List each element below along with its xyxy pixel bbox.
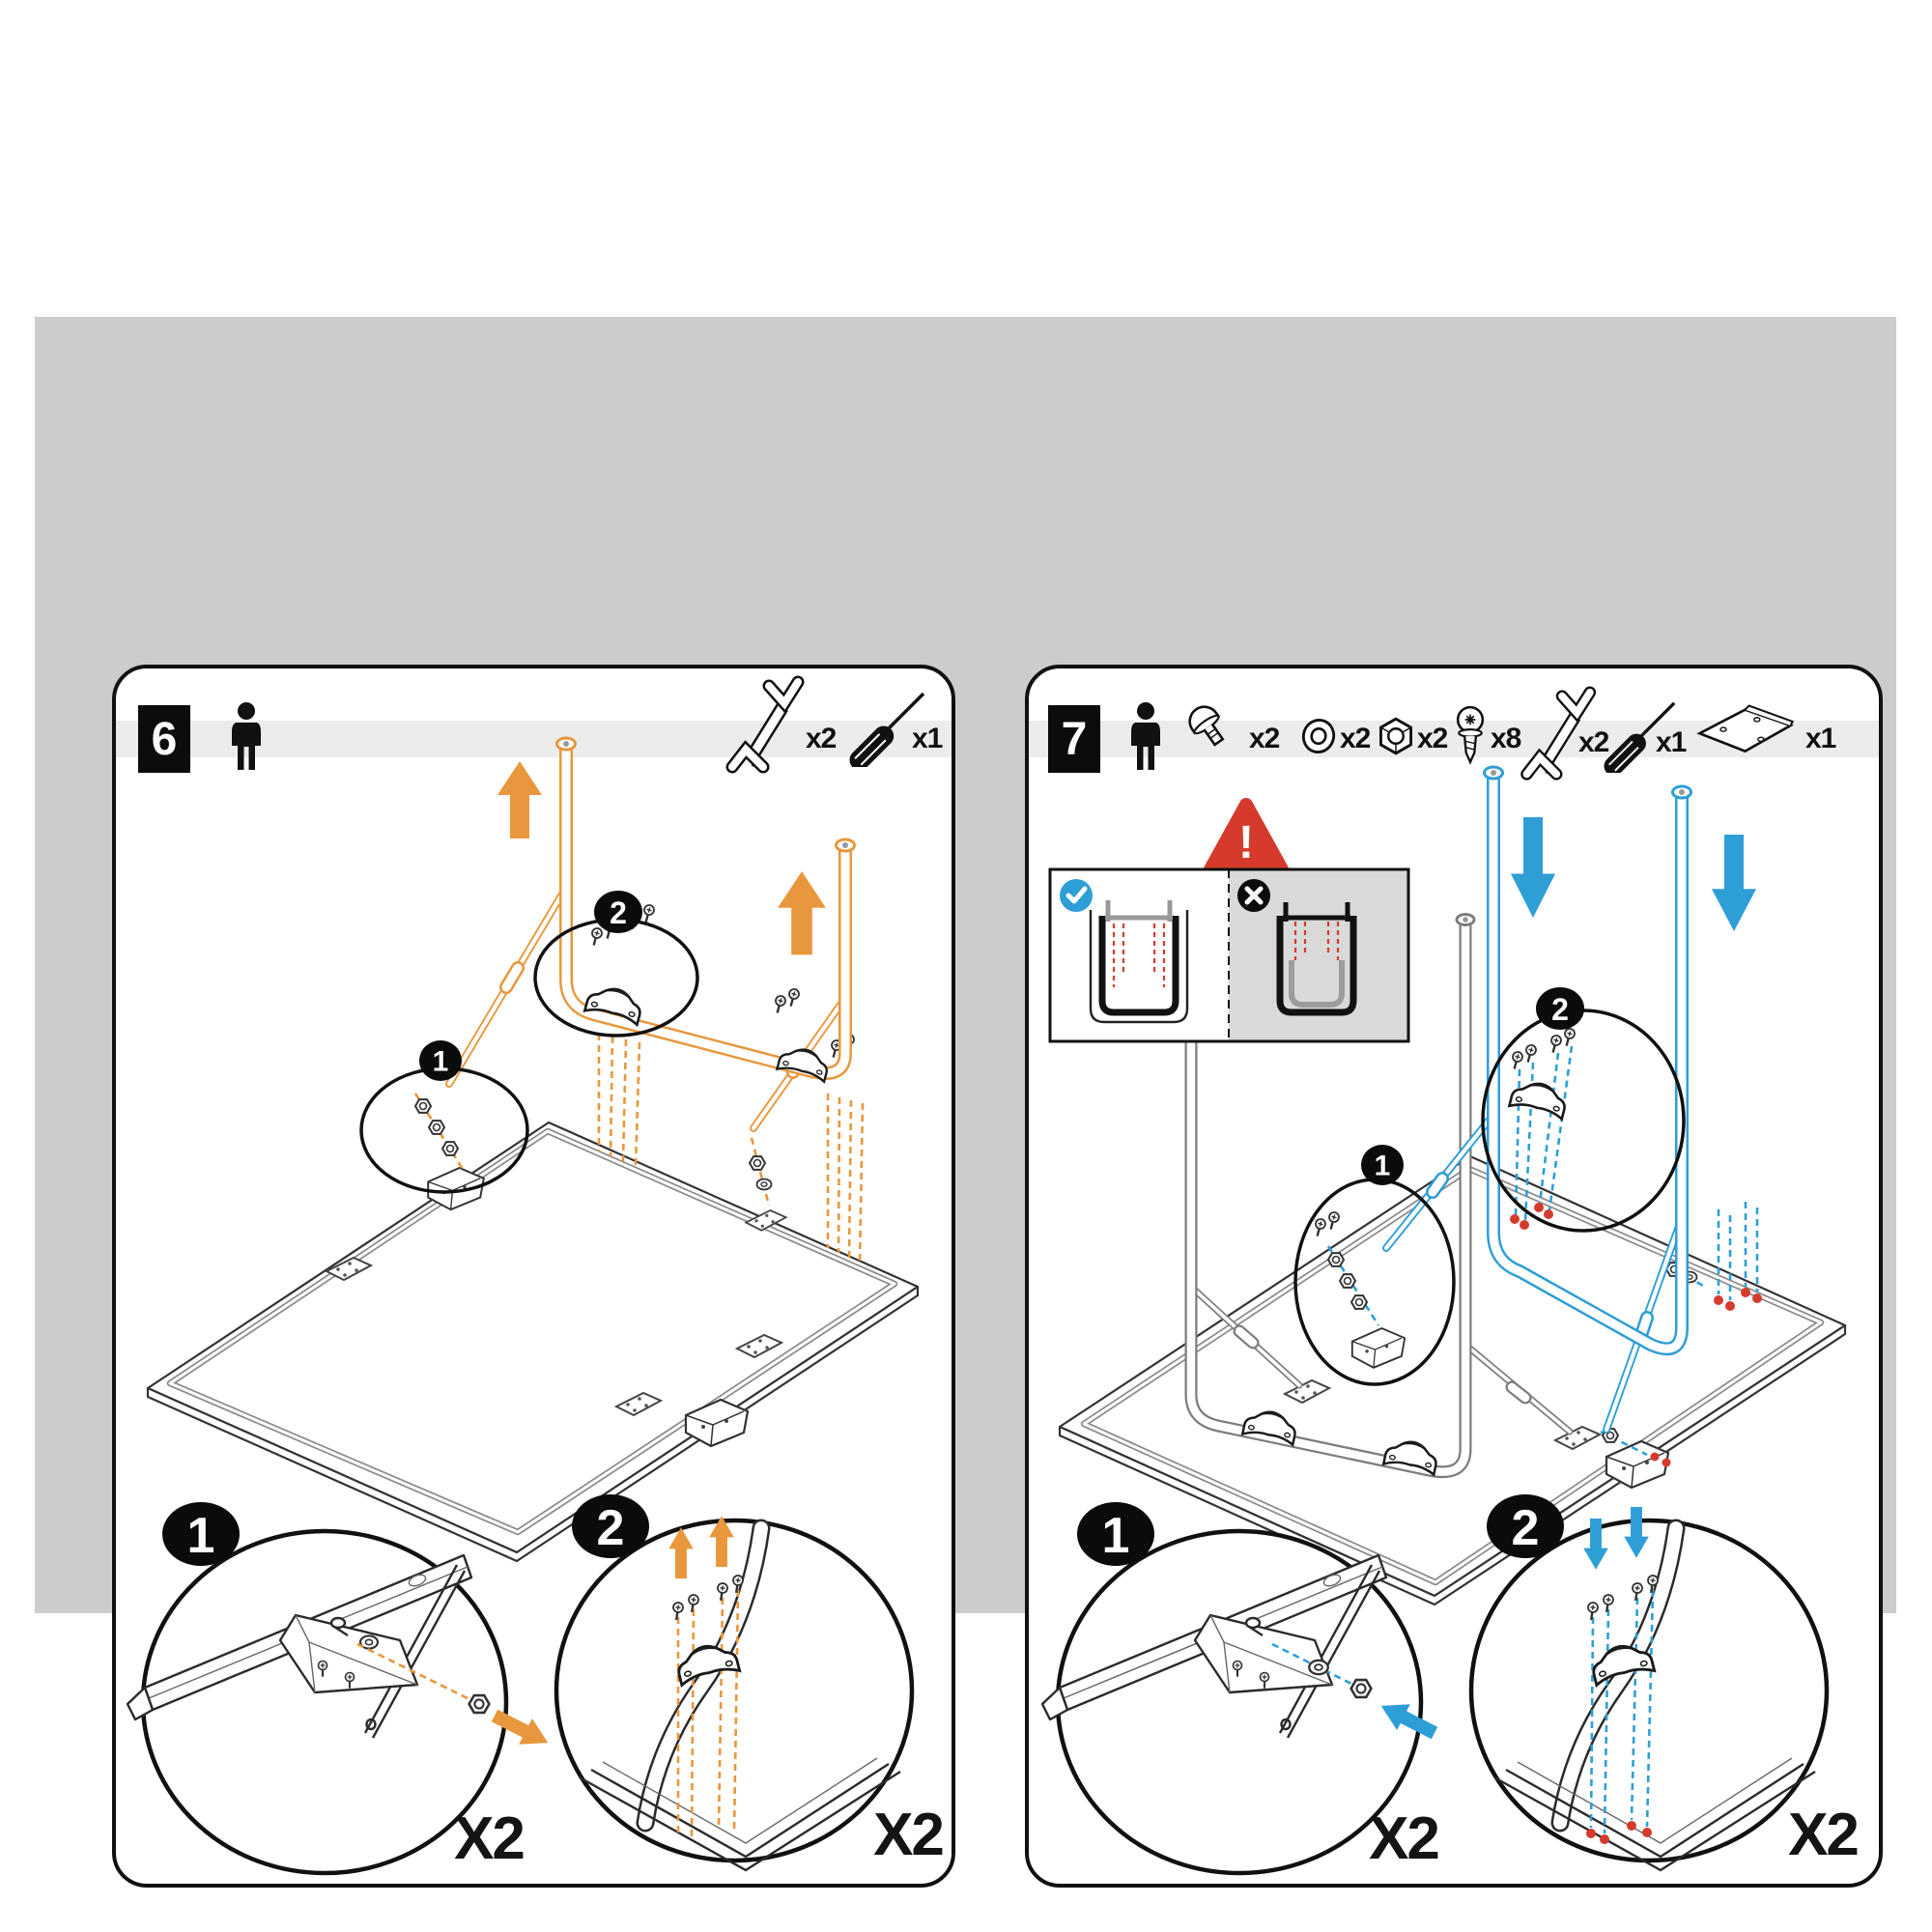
lift-arrow-1 (497, 761, 542, 838)
wrench-count: x2 (806, 723, 837, 754)
cross-icon (1237, 879, 1270, 912)
repeat-count-label: X2 (1788, 1802, 1858, 1868)
plate-count: x1 (1805, 723, 1836, 754)
tabletop (1058, 1154, 1847, 1606)
repeat-count-label: X2 (454, 1805, 524, 1872)
repeat-count-label: X2 (1369, 1805, 1438, 1872)
attached-leg-frame (1184, 913, 1574, 1479)
svg-text:2: 2 (597, 1500, 625, 1556)
lift-arrow-2 (778, 871, 826, 955)
screw-count: x8 (1491, 723, 1521, 754)
instruction-sheet: 6 x2 x1 (35, 317, 1896, 1888)
svg-text:1: 1 (187, 1508, 215, 1564)
lower-arrow-1 (1511, 817, 1555, 918)
callout-circle-2 (1481, 1009, 1686, 1233)
callout-badge-1: 1 (419, 1040, 462, 1081)
correct-side (1060, 879, 1189, 1024)
detail-view-2: 2 X2 (1468, 1494, 1860, 1872)
repeat-count-label: X2 (873, 1802, 943, 1868)
svg-text:1: 1 (1375, 1151, 1391, 1182)
lower-arrow-2 (1712, 835, 1756, 931)
svg-text:2: 2 (610, 895, 627, 930)
tube-cap (1483, 765, 1504, 781)
step-7-panel: 7 x2 x2 x2 x8 x2 x1 x1 (1025, 665, 1883, 1888)
washer-count: x2 (1340, 723, 1371, 754)
leg-frame-step6 (445, 736, 856, 1132)
detail-badge-2: 2 (572, 1494, 649, 1558)
detail-view-1: 1 X2 (1040, 1502, 1441, 1876)
callout-badge-2: 2 (594, 891, 642, 933)
step-6-illustration: 1 2 (126, 736, 945, 1876)
orientation-comparison (1048, 867, 1410, 1043)
detail-view-2: 2 X2 (554, 1494, 945, 1872)
screwdriver-count: x1 (1656, 726, 1687, 758)
alignment-guides (1311, 1045, 1762, 1467)
tube-cap (1671, 784, 1692, 800)
warning-exclamation: ! (1238, 817, 1254, 868)
step-number: 6 (151, 713, 178, 765)
svg-text:1: 1 (1102, 1508, 1130, 1564)
leg-frame-step7 (1382, 765, 1692, 1434)
tube-cap (555, 736, 577, 752)
wrench-count: x2 (1578, 726, 1609, 758)
svg-text:1: 1 (433, 1046, 449, 1078)
alignment-guides (413, 902, 865, 1264)
nut-count: x2 (1417, 723, 1448, 754)
svg-text:2: 2 (1512, 1500, 1540, 1556)
detail-badge-1: 1 (1077, 1502, 1154, 1566)
detail-view-1: 1 X2 (126, 1502, 555, 1876)
screwdriver-count: x1 (912, 723, 943, 754)
tube-cap (835, 838, 856, 853)
warning-icon: ! (1204, 798, 1289, 876)
step-6-panel: 6 x2 x1 (112, 665, 955, 1888)
callout-circle-1 (359, 1066, 529, 1194)
tabletop (146, 1121, 920, 1563)
step-number-box: 6 (138, 705, 190, 773)
step-7-illustration: 1 2 ! (1040, 765, 1860, 1876)
step-number: 7 (1061, 713, 1088, 765)
check-icon (1060, 879, 1093, 912)
incorrect-side (1237, 879, 1357, 1016)
step-number-box: 7 (1048, 705, 1100, 773)
detail-badge-1: 1 (162, 1502, 240, 1566)
svg-text:2: 2 (1551, 992, 1569, 1027)
callout-badge-1: 1 (1361, 1145, 1404, 1185)
callout-badge-2: 2 (1536, 987, 1584, 1030)
detail-badge-2: 2 (1487, 1494, 1564, 1558)
bolt-count: x2 (1249, 723, 1280, 754)
